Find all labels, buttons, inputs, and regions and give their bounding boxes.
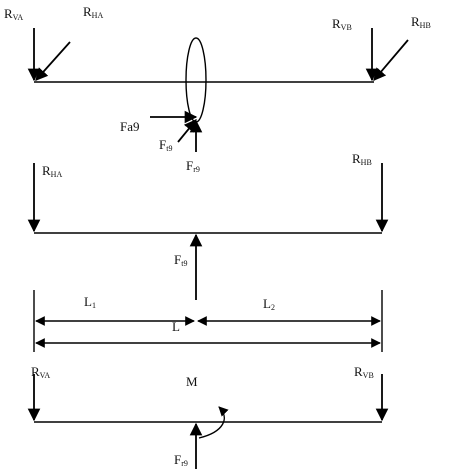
rhb-top-arrow [373,39,409,81]
m-label: M [186,374,198,389]
rhb-mid-label: RHB [352,151,372,167]
l2-label: L2 [263,296,275,312]
labels: RVA RHA RVB RHB Fa9 Ft9 Fr9 RHA RHB Ft9 … [4,4,431,468]
ft9-label: Ft9 [159,137,172,153]
rvb-bot-label: RVB [354,364,374,380]
ft9-mid-label: Ft9 [174,252,187,268]
fa9-label: Fa9 [120,119,140,134]
l-label: L [172,319,180,334]
fr9-top-label: Fr9 [186,158,200,174]
ft9-arrow [177,119,197,143]
fr9-bot-label: Fr9 [174,452,188,468]
shaft-diagram [27,28,409,152]
rha-mid-label: RHA [42,163,62,179]
moment-arc [198,406,229,439]
l1-label: L1 [84,294,96,310]
rva-top-label: RVA [4,6,23,22]
gear-ellipse [185,37,207,123]
rha-top-arrow [35,41,71,81]
dimension-lines [33,290,383,352]
rha-top-label: RHA [83,4,103,20]
rvb-top-label: RVB [332,16,352,32]
vertical-plane-diagram [27,374,389,469]
rhb-top-label: RHB [411,14,431,30]
horizontal-plane-diagram [27,163,389,300]
rva-bot-label: RVA [31,364,50,380]
